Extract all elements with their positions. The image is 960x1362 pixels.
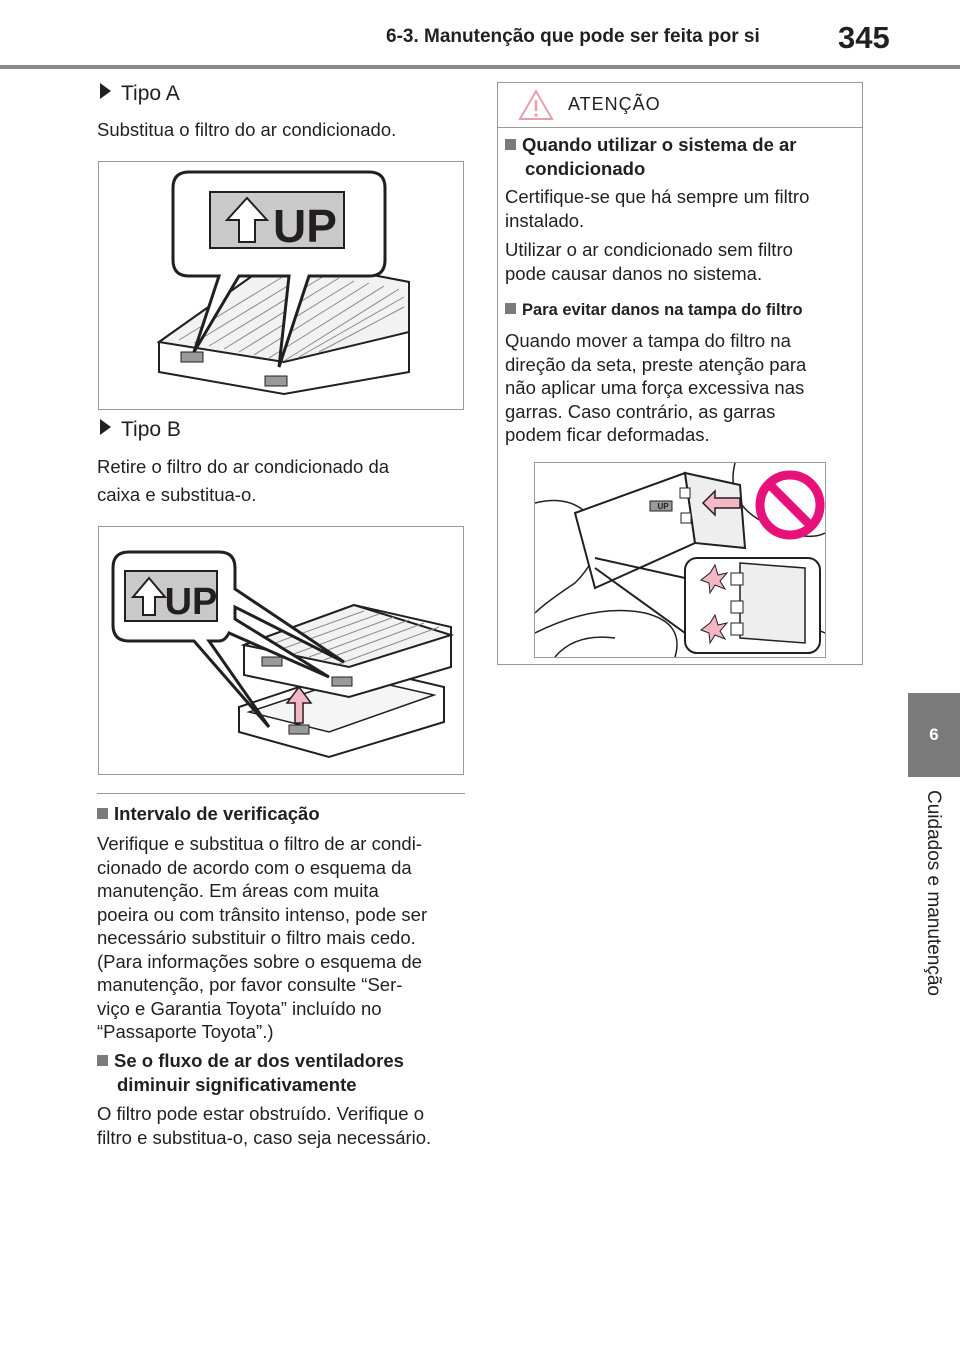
up-label-b: UP [165,581,218,623]
up-label-c: UP [657,502,669,511]
page-number: 345 [838,20,890,55]
warning-section2-heading: Para evitar danos na tampa do filtro [505,301,803,320]
text-line: poeira ou com trânsito intenso, pode ser [97,903,428,925]
warning-figure: UP [534,462,826,658]
text-line: Verifique e substitua o filtro de ar con… [97,833,422,854]
check-interval-heading: Intervalo de verificação [97,802,320,826]
filter-illustration-a: UP [156,170,410,396]
text-line: manutenção. Em áreas com muita [97,880,379,901]
up-label-a: UP [273,200,337,252]
warning-triangle-icon [518,89,554,120]
arrow-bullet-icon [100,419,111,435]
chapter-tab: 6 [908,693,960,777]
section-divider [97,793,465,794]
warning-header: ATENÇÃO [498,83,862,128]
text-line: cionado de acordo com o esquema da [97,856,412,878]
warning-box: ATENÇÃO Quando utilizar o sistema de ar … [497,82,863,665]
airflow-heading-text-1: Se o fluxo de ar dos ventiladores [114,1050,404,1071]
type-b-figure: UP [98,526,464,775]
section-title: 6-3. Manutenção que pode ser feita por s… [386,26,760,47]
type-a-text: Substitua o filtro do ar condicionado. [97,119,397,140]
type-b-heading: Tipo B [100,418,181,442]
text-line: pode causar danos no sistema. [505,262,763,284]
type-a-heading: Tipo A [100,82,180,106]
text-line: Utilizar o ar condicionado sem filtro [505,239,793,260]
filter-cover-illustration: UP [534,462,826,658]
text-line: “Passaporte Toyota”.) [97,1021,274,1042]
header-rule [0,65,960,69]
airflow-heading: Se o fluxo de ar dos ventiladores diminu… [97,1049,404,1097]
text-line: podem ficar deformadas. [505,424,710,445]
text-line: direção da seta, preste atenção para [505,353,807,375]
square-bullet-icon [97,808,108,819]
text-line: Certifique-se que há sempre um filtro [505,186,810,207]
type-a-figure: UP [98,161,464,410]
check-interval-text: Verifique e substitua o filtro de ar con… [97,832,427,1044]
text-line: (Para informações sobre o esquema de [97,950,422,972]
warning-section1-para1: Certifique-se que há sempre um filtro in… [505,185,809,232]
warning-section1-para2: Utilizar o ar condicionado sem filtro po… [505,238,793,285]
type-b-heading-text: Tipo B [121,418,181,441]
filter-illustration-b: UP [111,550,455,759]
type-a-heading-text: Tipo A [121,82,180,105]
text-line: não aplicar uma força excessiva nas [505,377,805,398]
text-line: O filtro pode estar obstruído. Verifique… [97,1103,425,1124]
text-line: garras. Caso contrário, as garras [505,400,776,422]
square-bullet-icon [505,303,516,314]
text-line: viço e Garantia Toyota” incluído no [97,997,382,1019]
arrow-bullet-icon [100,83,111,99]
chapter-title: Cuidados e manutenção [912,790,952,1030]
text-line: necessário substituir o filtro mais cedo… [97,927,416,948]
airflow-text: O filtro pode estar obstruído. Verifique… [97,1102,431,1149]
text-line: instalado. [505,209,585,231]
square-bullet-icon [97,1055,108,1066]
section1-heading-text-2: condicionado [525,158,646,179]
section2-heading-text: Para evitar danos na tampa do filtro [522,301,803,319]
warning-title: ATENÇÃO [568,94,661,114]
warning-section2-text: Quando mover a tampa do filtro na direçã… [505,329,806,447]
type-b-text-2: caixa e substitua-o. [97,484,257,505]
text-line: Quando mover a tampa do filtro na [505,330,791,351]
airflow-heading-text-2: diminuir significativamente [117,1074,357,1095]
text-line: filtro e substitua-o, caso seja necessár… [97,1126,432,1148]
text-line: manutenção, por favor consulte “Ser- [97,974,403,995]
chapter-title-text: Cuidados e manutenção [923,790,944,996]
warning-section1-heading: Quando utilizar o sistema de ar condicio… [505,133,796,181]
type-b-text-1: Retire o filtro do ar condicionado da [97,456,390,477]
square-bullet-icon [505,139,516,150]
check-interval-heading-text: Intervalo de verificação [114,803,320,824]
section1-heading-text-1: Quando utilizar o sistema de ar [522,134,797,155]
